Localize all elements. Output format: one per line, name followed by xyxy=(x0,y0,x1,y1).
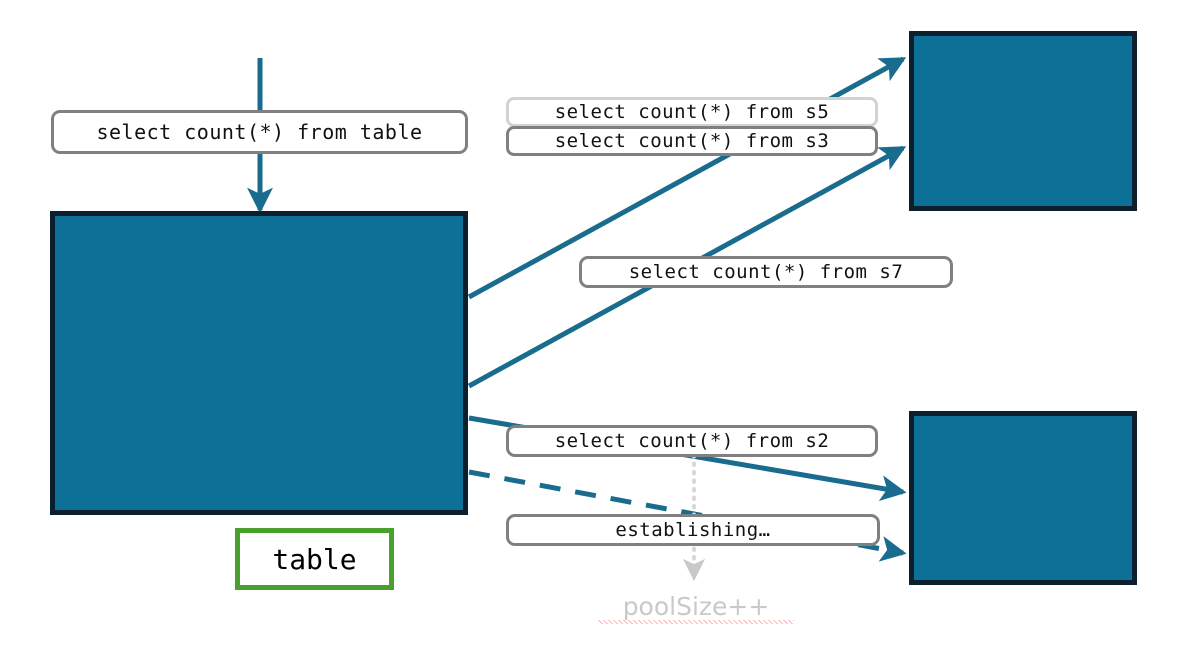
annotation-poolsize: poolSize++ xyxy=(598,592,794,625)
server-group-bottom: s2 s6 s4 xyxy=(909,411,1137,585)
label-query-s3[interactable]: select count(*) from s3 xyxy=(506,126,878,156)
annotation-poolsize-text: poolSize++ xyxy=(622,592,770,621)
table-container: table xyxy=(50,211,468,590)
label-establishing[interactable]: establishing… xyxy=(506,514,880,546)
server-group-top: s1 s3 s5 s7 xyxy=(909,31,1137,211)
label-query-s2[interactable]: select count(*) from s2 xyxy=(506,425,878,457)
node-table[interactable]: table xyxy=(235,528,394,590)
label-query-table[interactable]: select count(*) from table xyxy=(51,110,468,154)
label-query-s5[interactable]: select count(*) from s5 xyxy=(506,97,878,127)
label-query-s7[interactable]: select count(*) from s7 xyxy=(579,256,953,288)
